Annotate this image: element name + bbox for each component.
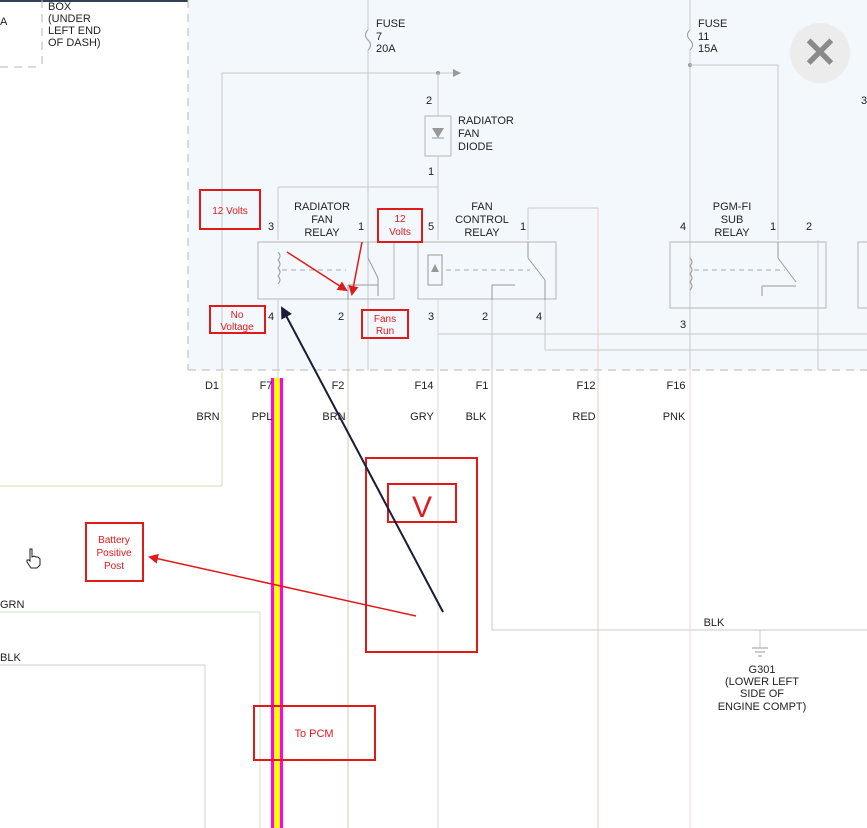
svg-text:BRN: BRN bbox=[196, 411, 219, 423]
svg-text:BLK: BLK bbox=[704, 617, 725, 629]
svg-text:F14: F14 bbox=[415, 380, 434, 392]
svg-text:No: No bbox=[231, 310, 244, 321]
right-edge-fragment: 3 bbox=[861, 95, 867, 107]
close-icon: ✕ bbox=[802, 29, 838, 76]
svg-text:11: 11 bbox=[698, 31, 709, 43]
svg-text:RED: RED bbox=[572, 411, 595, 423]
svg-text:Battery: Battery bbox=[98, 535, 130, 546]
connector-labels: D1 F7 F2 F14 F1 F12 F16 BRN PPL BRN GRY … bbox=[196, 380, 686, 423]
svg-text:RELAY: RELAY bbox=[464, 227, 500, 239]
svg-text:F1: F1 bbox=[476, 380, 489, 392]
svg-text:RADIATOR: RADIATOR bbox=[294, 201, 350, 213]
annotation-battery-post: Battery Positive Post bbox=[85, 522, 144, 582]
radiator-fan-diode: 2 1 RADIATOR FAN DIODE bbox=[424, 73, 514, 185]
annotation-12-volts-left: 12 Volts bbox=[199, 189, 261, 230]
svg-text:2: 2 bbox=[338, 311, 344, 323]
svg-text:1: 1 bbox=[520, 221, 526, 233]
box-title-line-4: OF DASH) bbox=[48, 37, 101, 49]
svg-text:PNK: PNK bbox=[663, 411, 686, 423]
box-title-line-2: (UNDER bbox=[48, 13, 91, 25]
svg-text:SIDE OF: SIDE OF bbox=[740, 688, 784, 700]
ground-g301: BLK G301 (LOWER LEFT SIDE OF ENGINE COMP… bbox=[704, 617, 807, 713]
svg-text:To PCM: To PCM bbox=[294, 728, 333, 740]
svg-text:FAN: FAN bbox=[458, 128, 479, 140]
svg-text:12 Volts: 12 Volts bbox=[212, 206, 248, 217]
close-button[interactable]: ✕ bbox=[790, 23, 850, 83]
hand-cursor-icon bbox=[26, 548, 41, 569]
svg-text:F12: F12 bbox=[577, 380, 596, 392]
annotation-to-pcm: To PCM bbox=[253, 705, 376, 761]
svg-text:7: 7 bbox=[376, 31, 382, 43]
svg-text:15A: 15A bbox=[698, 43, 718, 55]
svg-text:1: 1 bbox=[358, 221, 364, 233]
svg-text:G301: G301 bbox=[749, 664, 776, 676]
red-arrow-2 bbox=[348, 241, 363, 296]
left-box-fragment: A bbox=[0, 16, 8, 28]
svg-text:12: 12 bbox=[394, 214, 406, 225]
svg-text:FAN: FAN bbox=[471, 201, 492, 213]
svg-text:D1: D1 bbox=[205, 380, 219, 392]
svg-text:PGM-FI: PGM-FI bbox=[713, 201, 752, 213]
svg-text:2: 2 bbox=[806, 221, 812, 233]
svg-text:3: 3 bbox=[268, 221, 274, 233]
svg-text:FUSE: FUSE bbox=[376, 18, 405, 30]
svg-text:RELAY: RELAY bbox=[304, 227, 340, 239]
svg-text:F7: F7 bbox=[260, 380, 273, 392]
svg-text:SUB: SUB bbox=[721, 214, 744, 226]
svg-text:V: V bbox=[412, 491, 432, 524]
svg-text:ENGINE COMPT): ENGINE COMPT) bbox=[718, 701, 807, 713]
svg-text:FUSE: FUSE bbox=[698, 18, 727, 30]
box-title-line-1: BOX bbox=[48, 1, 72, 13]
svg-text:4: 4 bbox=[680, 221, 686, 233]
svg-text:2: 2 bbox=[482, 311, 488, 323]
svg-text:GRY: GRY bbox=[410, 411, 434, 423]
svg-text:1: 1 bbox=[428, 166, 434, 178]
svg-text:BRN: BRN bbox=[322, 411, 345, 423]
svg-text:RELAY: RELAY bbox=[714, 227, 750, 239]
probe-lead-black bbox=[281, 306, 444, 613]
pgm-fi-sub-relay: PGM-FI SUB RELAY 4 1 2 3 bbox=[669, 201, 867, 370]
svg-text:4: 4 bbox=[536, 311, 542, 323]
radiator-fan-relay: RADIATOR FAN RELAY 3 1 4 2 bbox=[257, 201, 395, 323]
svg-text:Positive: Positive bbox=[96, 548, 131, 559]
red-arrow-1 bbox=[286, 251, 348, 292]
svg-text:F16: F16 bbox=[667, 380, 686, 392]
svg-text:1: 1 bbox=[770, 221, 776, 233]
svg-text:3: 3 bbox=[680, 319, 686, 331]
annotation-fans-run: Fans Run bbox=[361, 309, 409, 339]
svg-text:F2: F2 bbox=[332, 380, 345, 392]
svg-text:20A: 20A bbox=[376, 43, 396, 55]
annotation-meter: V bbox=[365, 457, 478, 653]
probe-lead-red bbox=[148, 553, 417, 617]
relay-box-region bbox=[188, 0, 867, 370]
box-title-line-3: LEFT END bbox=[48, 25, 101, 37]
svg-text:Voltage: Voltage bbox=[220, 322, 254, 333]
svg-text:Fans: Fans bbox=[374, 314, 396, 325]
svg-text:RADIATOR: RADIATOR bbox=[458, 115, 514, 127]
annotation-no-voltage: No Voltage bbox=[209, 305, 266, 334]
svg-text:Run: Run bbox=[376, 326, 394, 337]
fuse-7: FUSE 7 20A bbox=[365, 0, 405, 370]
side-wire-blk: BLK bbox=[0, 652, 21, 664]
side-wire-grn: GRN bbox=[0, 599, 25, 611]
svg-text:(LOWER LEFT: (LOWER LEFT bbox=[725, 676, 799, 688]
svg-text:Post: Post bbox=[104, 561, 124, 572]
svg-text:3: 3 bbox=[428, 311, 434, 323]
annotation-12-volts-right: 12 Volts bbox=[377, 208, 423, 243]
svg-text:PPL: PPL bbox=[252, 411, 273, 423]
svg-text:5: 5 bbox=[428, 221, 434, 233]
svg-text:CONTROL: CONTROL bbox=[455, 214, 509, 226]
svg-text:2: 2 bbox=[426, 95, 432, 107]
fan-control-relay: FAN CONTROL RELAY 5 1 3 2 4 bbox=[417, 201, 598, 323]
svg-text:Volts: Volts bbox=[389, 227, 411, 238]
svg-text:BLK: BLK bbox=[466, 411, 487, 423]
svg-text:DIODE: DIODE bbox=[458, 141, 493, 153]
svg-text:4: 4 bbox=[268, 311, 274, 323]
fuse-11: FUSE 11 15A bbox=[687, 0, 779, 370]
svg-text:FAN: FAN bbox=[311, 214, 332, 226]
